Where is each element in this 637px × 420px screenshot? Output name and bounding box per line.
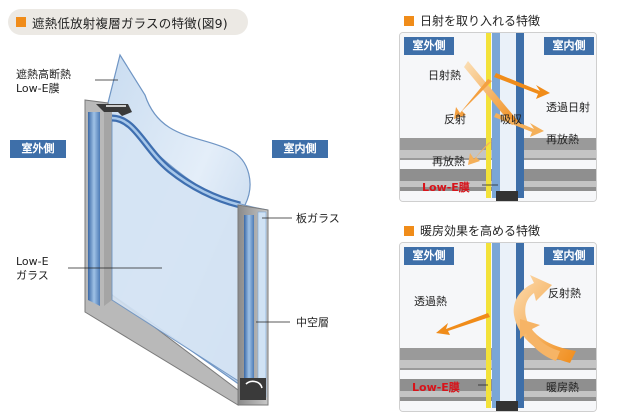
- solar-absorbed-label: 吸収: [500, 113, 522, 126]
- diagram-title: 遮熱低放射複層ガラスの特徴(図9): [8, 9, 248, 35]
- label-glass-pane: 板ガラス: [296, 212, 340, 225]
- solar-section-title: 日射を取り入れる特徴: [404, 12, 540, 29]
- heating-section-title: 暖房効果を高める特徴: [404, 222, 540, 239]
- heating-outer-glass: [492, 243, 500, 408]
- heating-transmit-arrow: [436, 313, 490, 335]
- solar-reradiate-in-arrow: [494, 113, 544, 137]
- solar-reradiate-out-arrow: [468, 141, 492, 165]
- heating-transmitted-label: 透過熱: [414, 295, 447, 308]
- solar-title-text: 日射を取り入れる特徴: [420, 14, 541, 28]
- solar-outdoor-badge: 室外側: [404, 37, 454, 55]
- solar-transmitted-label: 透過日射: [546, 101, 590, 114]
- label-air-gap: 中空層: [296, 316, 329, 329]
- heating-diagram: [400, 243, 596, 411]
- title-bullet: [16, 17, 26, 27]
- solar-reflected-label: 反射: [444, 113, 466, 126]
- solar-diagram: [400, 33, 596, 201]
- heating-secondary-arrow: [520, 319, 560, 361]
- main-indoor-badge: 室内側: [272, 140, 328, 158]
- solar-reradiated-in-label: 再放熱: [546, 133, 579, 146]
- label-low-e-glass-1: Low-E: [16, 255, 49, 268]
- solar-reflect-arrow: [454, 79, 492, 119]
- solar-sunlight-label: 日射熱: [428, 69, 461, 82]
- solar-indoor-badge: 室内側: [544, 37, 594, 55]
- heating-reflected-label: 反射熱: [548, 287, 581, 300]
- heating-low-e-layer: [486, 243, 491, 408]
- heating-air-gap: [500, 243, 516, 408]
- label-low-e-coat-2: Low-E膜: [16, 82, 60, 95]
- solar-panel: 室外側 室内側 日射熱 反射 吸収 透過日射 再放熱 再放熱 Low-E膜: [399, 32, 597, 202]
- title-text: 遮熱低放射複層ガラスの特徴(図9): [32, 15, 228, 31]
- solar-reradiated-out-label: 再放熱: [432, 155, 465, 168]
- top-spacer: [96, 104, 132, 116]
- heating-outdoor-badge: 室外側: [404, 247, 454, 265]
- heating-indoor-badge: 室内側: [544, 247, 594, 265]
- solar-title-bullet: [404, 15, 414, 26]
- heating-low-e-film-label: Low-E膜: [412, 381, 460, 394]
- solar-low-e-film-label: Low-E膜: [422, 181, 470, 194]
- heating-title-bullet: [404, 225, 414, 236]
- solar-transmit-arrow: [494, 73, 550, 99]
- heating-reflect-arrow: [513, 275, 576, 363]
- main-outdoor-badge: 室外側: [10, 140, 66, 158]
- solar-incoming-arrow: [464, 61, 518, 125]
- heating-title-text: 暖房効果を高める特徴: [420, 224, 541, 238]
- solar-low-e-layer: [486, 33, 491, 198]
- heating-panel: 室外側 室内側 透過熱 反射熱 暖房熱 Low-E膜: [399, 242, 597, 412]
- label-low-e-coat-1: 遮熱高断熱: [16, 68, 71, 81]
- label-low-e-glass-2: ガラス: [16, 269, 49, 282]
- solar-inner-glass: [516, 33, 524, 198]
- heating-heat-label: 暖房熱: [546, 381, 579, 394]
